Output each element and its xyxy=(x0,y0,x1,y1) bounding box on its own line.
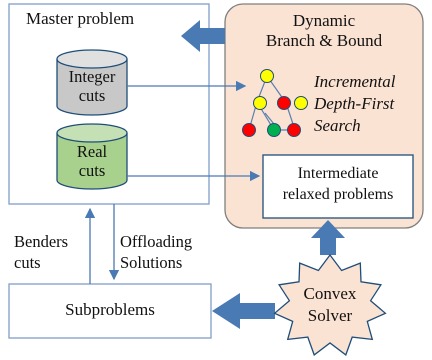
benders-line1: Benders xyxy=(14,232,69,251)
benders-line2: cuts xyxy=(14,253,41,273)
real-cuts-cylinder xyxy=(56,123,128,190)
tree-node-l1-mid xyxy=(277,96,291,110)
convex-solver-label: Convex Solver xyxy=(280,283,380,327)
search-method-line1: Incremental xyxy=(314,72,396,91)
real-cuts-line2: cuts xyxy=(78,160,106,180)
intermediate-label: Intermediate relaxed problems xyxy=(263,164,413,206)
subproblems-label: Subproblems xyxy=(65,300,155,319)
dbb-title-line1: Dynamic xyxy=(292,11,356,30)
intermediate-line1: Intermediate xyxy=(297,165,379,182)
solver-to-subproblems-block-arrow xyxy=(212,293,275,329)
integer-cuts-label: Integer cuts xyxy=(57,67,127,106)
master-problem-title: Master problem xyxy=(26,9,135,28)
offloading-line1: Offloading xyxy=(120,232,193,251)
integer-cuts-cylinder xyxy=(56,49,128,116)
tree-node-l2-left xyxy=(242,123,256,137)
search-method-line3: Search xyxy=(314,115,361,135)
offloading-line2: Solutions xyxy=(120,253,183,273)
tree-node-l2-mid xyxy=(267,123,281,137)
benders-cuts-label: Benders cuts xyxy=(14,231,68,274)
real-cuts-label: Real cuts xyxy=(57,142,127,181)
offloading-solutions-label: Offloading Solutions xyxy=(120,231,192,274)
dbb-to-master-block-arrow xyxy=(181,20,225,52)
intermediate-line2: relaxed problems xyxy=(282,185,394,203)
search-method-label: Incremental Depth-First Search xyxy=(314,71,396,136)
dbb-title: Dynamic Branch & Bound xyxy=(225,11,423,50)
solver-to-intermediate-block-arrow xyxy=(311,220,345,255)
integer-cuts-line1: Integer xyxy=(68,67,116,86)
solver-line1: Convex xyxy=(303,284,357,303)
subproblems-box xyxy=(8,283,212,339)
search-method-line2: Depth-First xyxy=(314,93,395,113)
tree-node-l2-right xyxy=(287,123,301,137)
real-cuts-line1: Real xyxy=(76,142,108,161)
tree-node-l1-right xyxy=(294,96,308,110)
tree-node-l1-left xyxy=(253,96,267,110)
search-tree xyxy=(242,69,308,137)
tree-node-root xyxy=(260,69,274,83)
integer-cuts-line2: cuts xyxy=(78,85,106,105)
solver-line2: Solver xyxy=(307,306,353,326)
intermediate-relaxed-problems-box xyxy=(262,154,414,219)
dbb-title-line2: Branch & Bound xyxy=(265,30,383,50)
convex-solver-starburst xyxy=(273,253,387,356)
